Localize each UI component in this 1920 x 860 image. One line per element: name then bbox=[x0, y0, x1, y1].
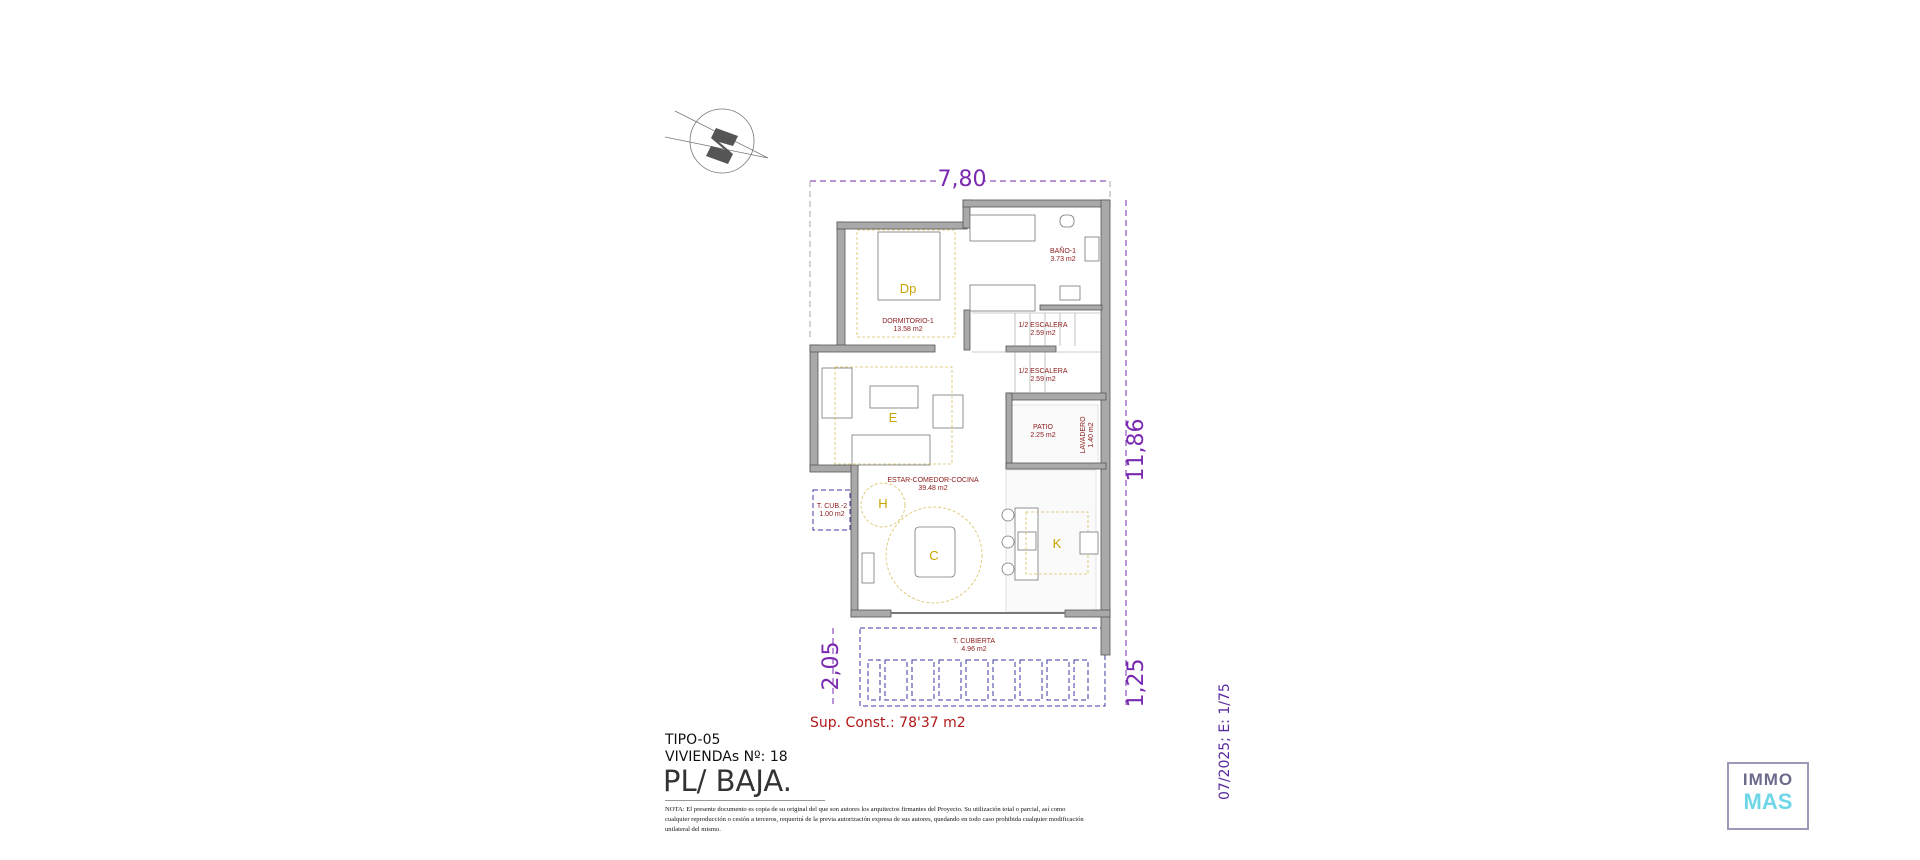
room-area: 4.96 m2 bbox=[961, 646, 986, 653]
room-name: DORMITORIO-1 bbox=[882, 318, 934, 325]
legal-note: NOTA: El presente documento es copia de … bbox=[665, 806, 1084, 833]
planters bbox=[867, 659, 1089, 701]
zone-kitchen: K bbox=[1053, 536, 1062, 551]
room-name: LAVADERO bbox=[1080, 416, 1087, 454]
room-area: 2.25 m2 bbox=[1030, 432, 1055, 439]
furniture bbox=[821, 214, 1100, 604]
room-area: 3.73 m2 bbox=[1050, 256, 1075, 263]
room-name: BAÑO-1 bbox=[1050, 246, 1076, 255]
walls bbox=[809, 199, 1111, 656]
patio-floor bbox=[1009, 404, 1099, 468]
zone-dining: C bbox=[929, 548, 938, 563]
room-area: 2.59 m2 bbox=[1030, 330, 1055, 337]
divider bbox=[665, 800, 825, 801]
north-arrow-icon bbox=[664, 108, 769, 174]
room-area: 2.59 m2 bbox=[1030, 376, 1055, 383]
type-label: TIPO-05 bbox=[665, 732, 721, 748]
room-name: T. CUBIERTA bbox=[953, 638, 995, 645]
zone-hall: H bbox=[878, 496, 887, 511]
room-area: 1.00 m2 bbox=[819, 511, 844, 518]
width-dimension: 7,80 bbox=[938, 167, 987, 192]
zone-living: E bbox=[889, 410, 898, 425]
date-scale: 07/2025; E: 1/75 bbox=[1217, 683, 1233, 800]
room-name: 1/2 ESCALERA bbox=[1018, 368, 1067, 375]
room-name: ESTAR-COMEDOR-COCINA bbox=[887, 477, 979, 484]
room-area: 13.58 m2 bbox=[893, 326, 922, 333]
terrace-left-dimension: 2,05 bbox=[819, 642, 844, 691]
floor-title: PL/ BAJA. bbox=[663, 764, 792, 798]
depth-dimension: 11,86 bbox=[1124, 419, 1149, 482]
covered-terrace-outline bbox=[812, 489, 851, 531]
room-labels: DORMITORIO-1 13.58 m2 BAÑO-1 3.73 m2 1/2… bbox=[817, 246, 1095, 653]
terrace-outline bbox=[859, 627, 1106, 707]
built-area: Sup. Const.: 78'37 m2 bbox=[810, 715, 966, 731]
dwellings-count: VIVIENDAs Nº: 18 bbox=[665, 749, 788, 765]
terrace-right-dimension: 1,25 bbox=[1124, 659, 1149, 708]
immomas-logo: IMMO MAS bbox=[1727, 762, 1809, 830]
logo-line1: IMMO bbox=[1742, 770, 1794, 789]
room-name: PATIO bbox=[1033, 424, 1054, 431]
logo-line2: MAS bbox=[1743, 789, 1793, 814]
room-name: T. CUB.-2 bbox=[817, 503, 847, 510]
zone-bedroom: Dp bbox=[900, 281, 917, 296]
room-name: 1/2 ESCALERA bbox=[1018, 322, 1067, 329]
room-area: 1.40 m2 bbox=[1088, 422, 1095, 447]
room-area: 39.48 m2 bbox=[918, 485, 947, 492]
